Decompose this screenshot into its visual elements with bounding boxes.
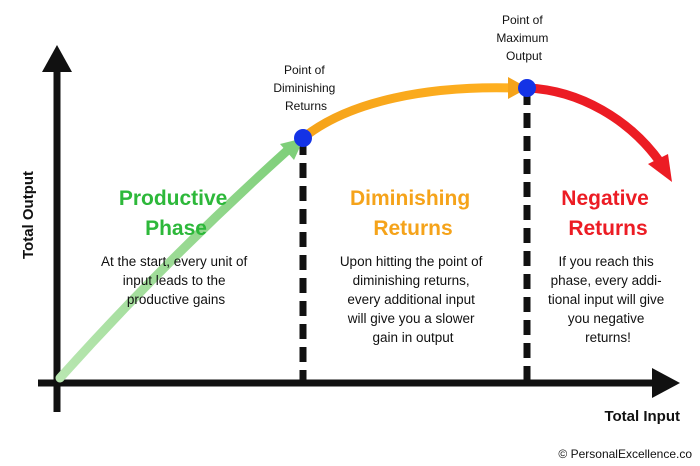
description-line: will give you a slower xyxy=(347,311,475,326)
diminishing-phase-description: Upon hitting the point of diminishing re… xyxy=(340,254,486,345)
description-line: every additional input xyxy=(347,292,475,307)
axes xyxy=(38,45,680,412)
description-line: productive gains xyxy=(127,292,226,307)
title-line: Diminishing xyxy=(350,187,470,210)
description-line: tional input will give xyxy=(548,292,664,307)
productive-phase-description: At the start, every unit of input leads … xyxy=(101,254,251,307)
description-line: At the start, every unit of xyxy=(101,254,248,269)
description-line: you negative xyxy=(568,311,645,326)
negative-phase-description: If you reach this phase, every addi- tio… xyxy=(548,254,668,345)
title-line: Productive xyxy=(119,187,228,210)
title-line: Phase xyxy=(145,217,207,240)
negative-curve-arrowhead xyxy=(648,154,672,182)
description-line: If you reach this xyxy=(558,254,654,269)
productive-phase-title: Productive Phase xyxy=(119,187,233,240)
description-line: gain in output xyxy=(372,330,453,345)
negative-returns-curve xyxy=(522,83,665,167)
callout-line: Output xyxy=(506,49,543,63)
callout-line: Returns xyxy=(285,99,327,113)
title-line: Returns xyxy=(373,217,452,240)
diminishing-phase-title: Diminishing Returns xyxy=(350,187,476,240)
title-line: Returns xyxy=(568,217,647,240)
maximum-point-callout: Point of Maximum Output xyxy=(496,13,551,63)
title-line: Negative xyxy=(561,187,649,210)
negative-phase-title: Negative Returns xyxy=(561,187,654,240)
description-line: phase, every addi- xyxy=(551,273,662,288)
y-axis-label: Total Output xyxy=(20,171,37,259)
description-line: returns! xyxy=(585,330,631,345)
callout-line: Diminishing xyxy=(273,81,335,95)
diminishing-returns-curve xyxy=(298,83,517,143)
copyright-text: © PersonalExcellence.co xyxy=(558,447,692,461)
description-line: input leads to the xyxy=(123,273,226,288)
description-line: Upon hitting the point of xyxy=(340,254,483,269)
callout-line: Point of xyxy=(284,63,325,77)
x-axis-label: Total Input xyxy=(604,408,680,425)
x-axis-arrowhead xyxy=(652,368,680,398)
maximum-point-marker xyxy=(518,79,536,97)
callout-line: Maximum xyxy=(496,31,548,45)
productive-phase-curve xyxy=(55,143,295,383)
description-line: diminishing returns, xyxy=(353,273,470,288)
y-axis-arrowhead xyxy=(42,45,72,72)
callout-line: Point of xyxy=(502,13,543,27)
diminishing-point-marker xyxy=(294,129,312,147)
diminishing-point-callout: Point of Diminishing Returns xyxy=(273,63,338,113)
